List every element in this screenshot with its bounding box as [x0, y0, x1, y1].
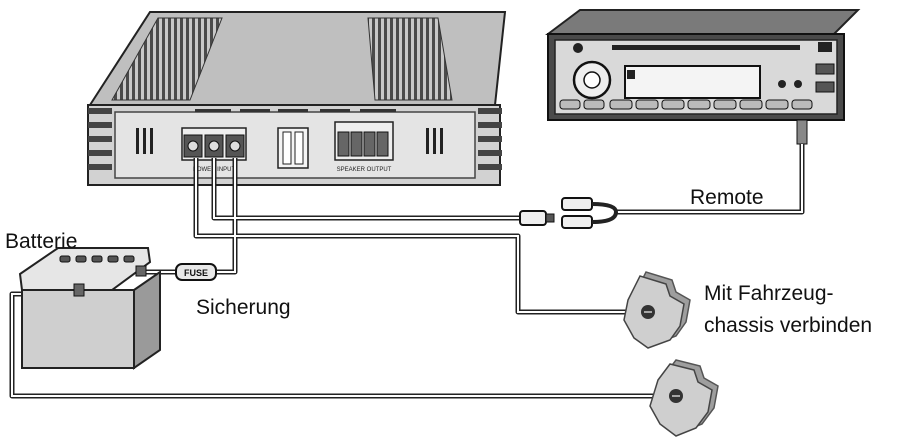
amp-fuse-holder: [277, 127, 309, 169]
chassis-label-line2: chassis verbinden: [704, 314, 873, 337]
chassis-ground-2: [649, 359, 719, 437]
side-fins-right: [478, 108, 502, 170]
speaker-output-label: SPEAKER OUTPUT: [337, 167, 392, 173]
car-radio: [545, 9, 861, 145]
fuse-marking: FUSE: [184, 268, 208, 278]
inline-fuse: FUSE: [175, 263, 217, 281]
side-fins-left: [88, 108, 112, 170]
amplifier: POWER INPUT SPEAKER OUTPUT: [87, 11, 507, 186]
fuse-caption-label: Sicherung: [196, 296, 291, 319]
speaker-output-terminal: SPEAKER OUTPUT: [334, 121, 394, 173]
battery-label: Batterie: [5, 230, 78, 253]
remote-connector: [519, 197, 619, 229]
power-input-terminal: POWER INPUT: [181, 127, 247, 173]
battery: [18, 247, 161, 370]
chassis-ground-1: [623, 271, 691, 349]
vent-slots: [136, 128, 443, 154]
chassis-label-line1: Mit Fahrzeug-: [704, 282, 834, 305]
remote-label: Remote: [690, 186, 764, 209]
